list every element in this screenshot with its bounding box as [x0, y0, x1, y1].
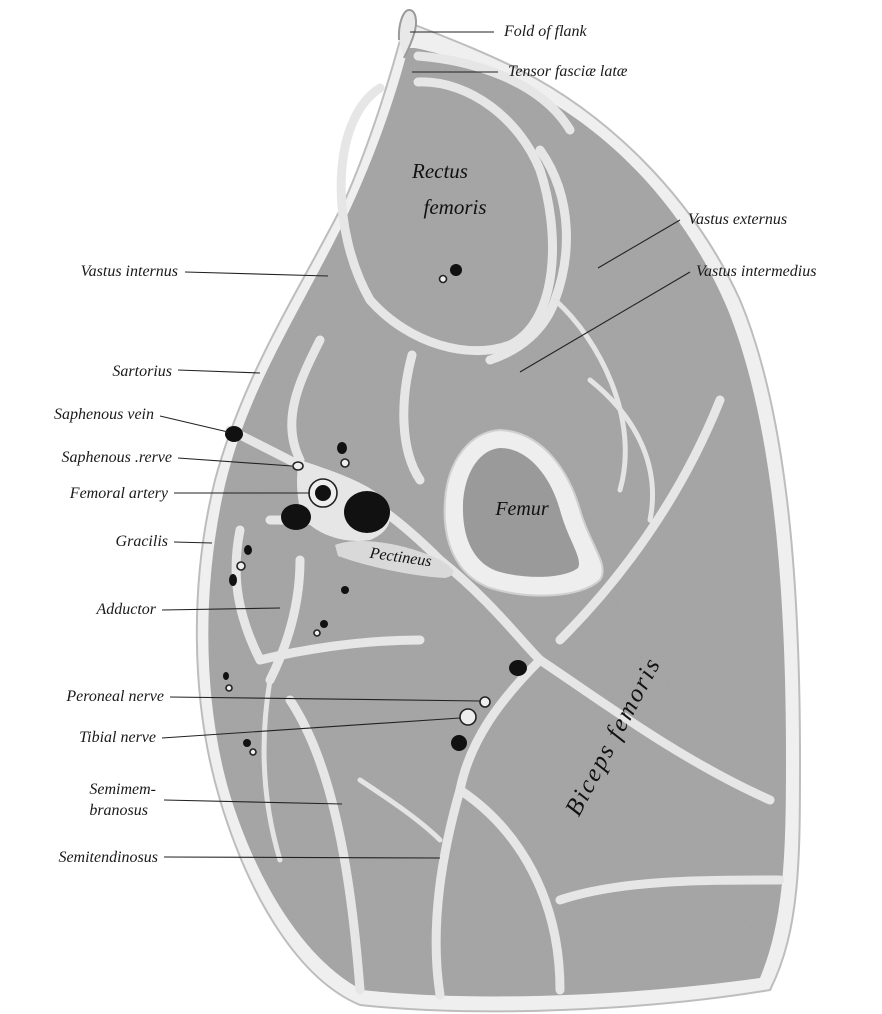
posterior-vessel-1	[243, 739, 251, 747]
femoral-artery-lumen	[315, 485, 331, 501]
small-vessel-1	[337, 442, 347, 454]
leader-saphenous-vein	[160, 416, 228, 432]
popliteal-vessel-2	[451, 735, 467, 751]
deep-vein-mark	[281, 504, 311, 530]
gracilis-vessel-2	[229, 574, 237, 586]
gracilis-ring-1	[237, 562, 245, 570]
label-vastus-externus: Vastus externus	[688, 211, 787, 228]
label-femoral-artery: Femoral artery	[69, 485, 169, 502]
label-vastus-internus: Vastus internus	[81, 263, 178, 280]
adductor-ring-1	[314, 630, 320, 636]
label-rectus: Rectus	[411, 159, 468, 183]
label-gracilis: Gracilis	[116, 533, 168, 550]
medial-ring-1	[226, 685, 232, 691]
adductor-vessel-1	[341, 586, 349, 594]
posterior-ring-1	[250, 749, 256, 755]
label-saphenous-vein: Saphenous vein	[54, 406, 154, 423]
label-tensor-fasciae-latae: Tensor fasciæ latæ	[508, 63, 628, 80]
medial-vessel-1	[223, 672, 229, 680]
rectus-nerve-ring	[440, 276, 447, 283]
left-labels: Vastus internus Sartorius Saphenous vein…	[54, 263, 178, 866]
label-peroneal-nerve: Peroneal nerve	[65, 688, 164, 705]
small-nerve-ring-1	[341, 459, 349, 467]
rectus-vessel	[450, 264, 462, 276]
gracilis-vessel-1	[244, 545, 252, 555]
peroneal-nerve-ring	[480, 697, 490, 707]
label-adductor: Adductor	[95, 601, 156, 618]
femoral-vein-mark	[344, 491, 390, 533]
label-fold-of-flank: Fold of flank	[503, 23, 588, 40]
label-saphenous-nerve: Saphenous .rerve	[62, 449, 173, 466]
label-semitendinosus: Semitendinosus	[58, 849, 158, 866]
leader-sartorius	[178, 370, 260, 373]
label-sartorius: Sartorius	[112, 363, 172, 380]
saphenous-nerve-ring	[293, 462, 303, 470]
label-femoris: femoris	[424, 195, 487, 219]
tibial-nerve-ring	[460, 709, 476, 725]
label-semimembranosus-line1: Semimem-	[89, 781, 156, 798]
label-semimembranosus-line2: branosus	[89, 802, 148, 819]
saphenous-vein-mark	[225, 426, 243, 442]
label-femur: Femur	[494, 498, 549, 520]
popliteal-vessel-1	[509, 660, 527, 676]
adductor-vessel-2	[320, 620, 328, 628]
label-tibial-nerve: Tibial nerve	[79, 729, 156, 746]
label-vastus-intermedius: Vastus intermedius	[696, 263, 816, 280]
